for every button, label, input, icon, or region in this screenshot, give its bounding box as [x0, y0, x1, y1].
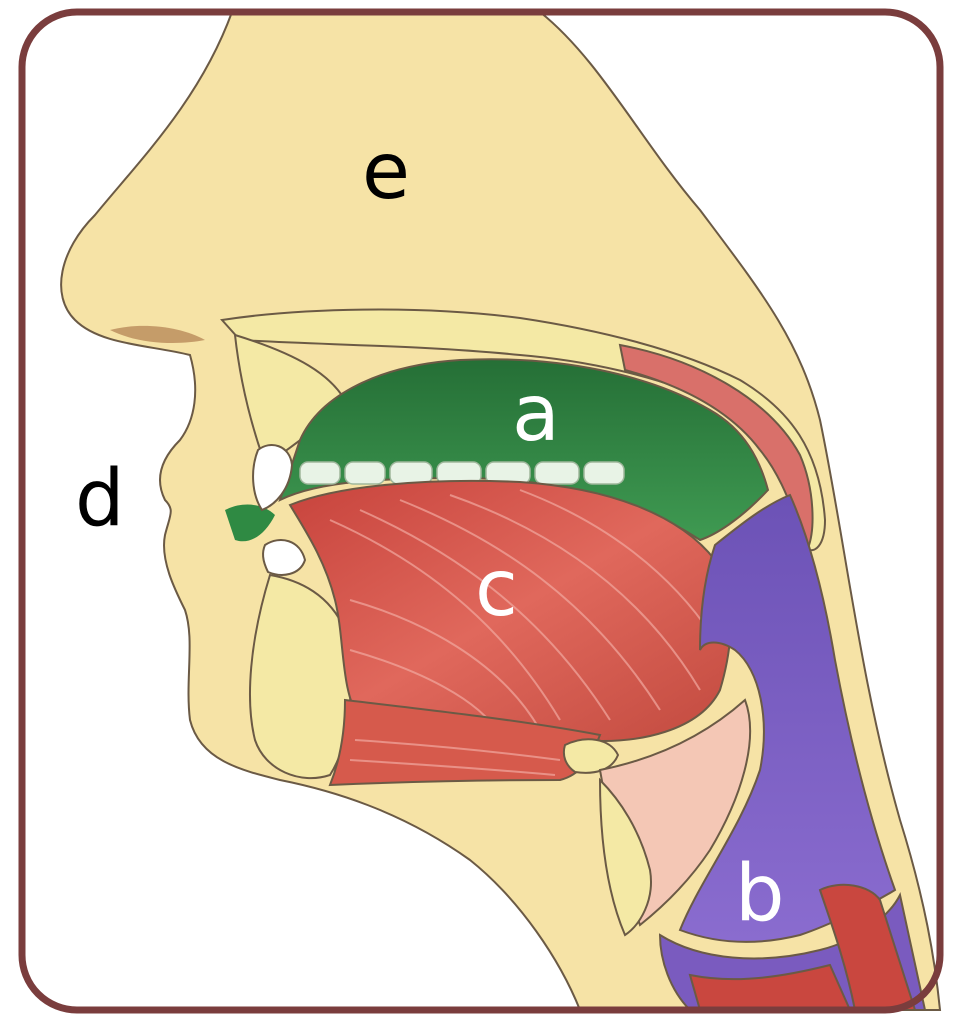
label-e: e — [362, 127, 410, 217]
label-a: a — [512, 369, 560, 459]
label-b: b — [735, 849, 785, 939]
label-d: d — [75, 454, 125, 544]
label-c: c — [475, 544, 518, 634]
